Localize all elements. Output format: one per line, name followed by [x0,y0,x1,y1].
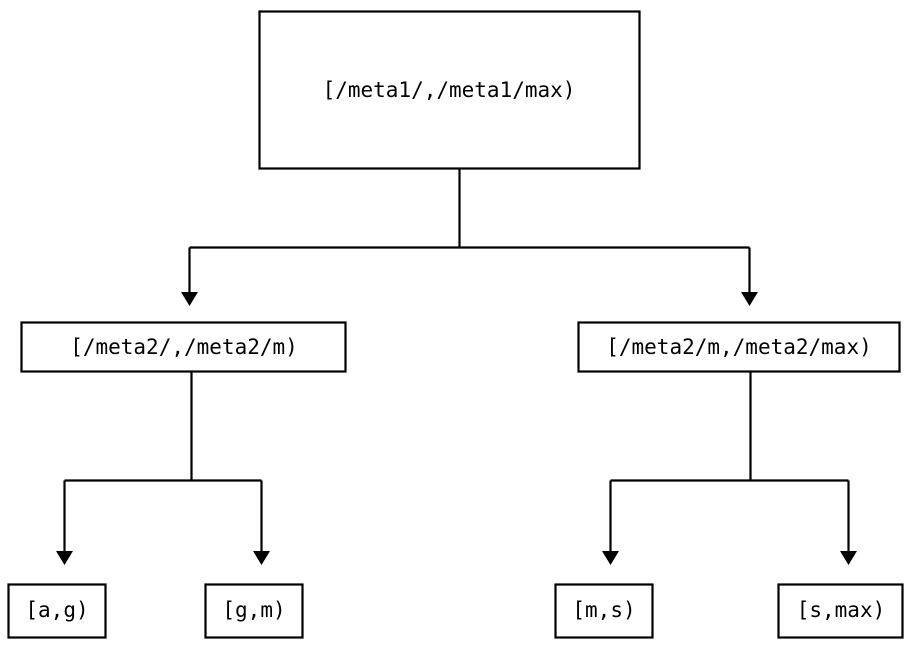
node-leaf-4-box[interactable] [777,583,904,639]
arrow-head-leaf1-icon [56,551,73,565]
node-leaf-2[interactable]: [g,m) [204,583,304,639]
node-mid-right[interactable]: [/meta2/m,/meta2/max) [577,321,901,373]
node-leaf-1-label: [a,g) [25,598,88,622]
node-mid-left[interactable]: [/meta2/,/meta2/m) [20,321,347,373]
edge-root-to-mid-group [181,168,758,306]
node-leaf-1[interactable]: [a,g) [7,583,107,639]
node-mid-left-label: [/meta2/,/meta2/m) [70,335,298,359]
node-mid-left-box[interactable] [20,321,347,373]
node-leaf-2-box[interactable] [204,583,304,639]
node-leaf-4[interactable]: [s,max) [777,583,904,639]
node-leaf-1-box[interactable] [7,583,107,639]
node-leaf-3-label: [m,s) [572,598,635,622]
node-root-label: [/meta1/,/meta1/max) [323,78,576,102]
node-leaf-3[interactable]: [m,s) [554,583,654,639]
node-mid-right-label: [/meta2/m,/meta2/max) [606,335,872,359]
arrow-head-mid-left-icon [181,292,198,306]
arrow-head-leaf3-icon [602,551,619,565]
node-root[interactable]: [/meta1/,/meta1/max) [258,10,641,170]
arrow-head-leaf2-icon [253,551,270,565]
node-leaf-2-label: [g,m) [222,598,285,622]
node-root-box[interactable] [258,10,641,170]
node-mid-right-box[interactable] [577,321,901,373]
node-leaf-4-label: [s,max) [797,598,886,622]
node-leaf-3-box[interactable] [554,583,654,639]
arrow-head-leaf4-icon [840,551,857,565]
arrow-head-mid-right-icon [741,292,758,306]
edge-midleft-to-leaves-group [56,371,270,565]
edge-midright-to-leaves-group [602,371,857,565]
